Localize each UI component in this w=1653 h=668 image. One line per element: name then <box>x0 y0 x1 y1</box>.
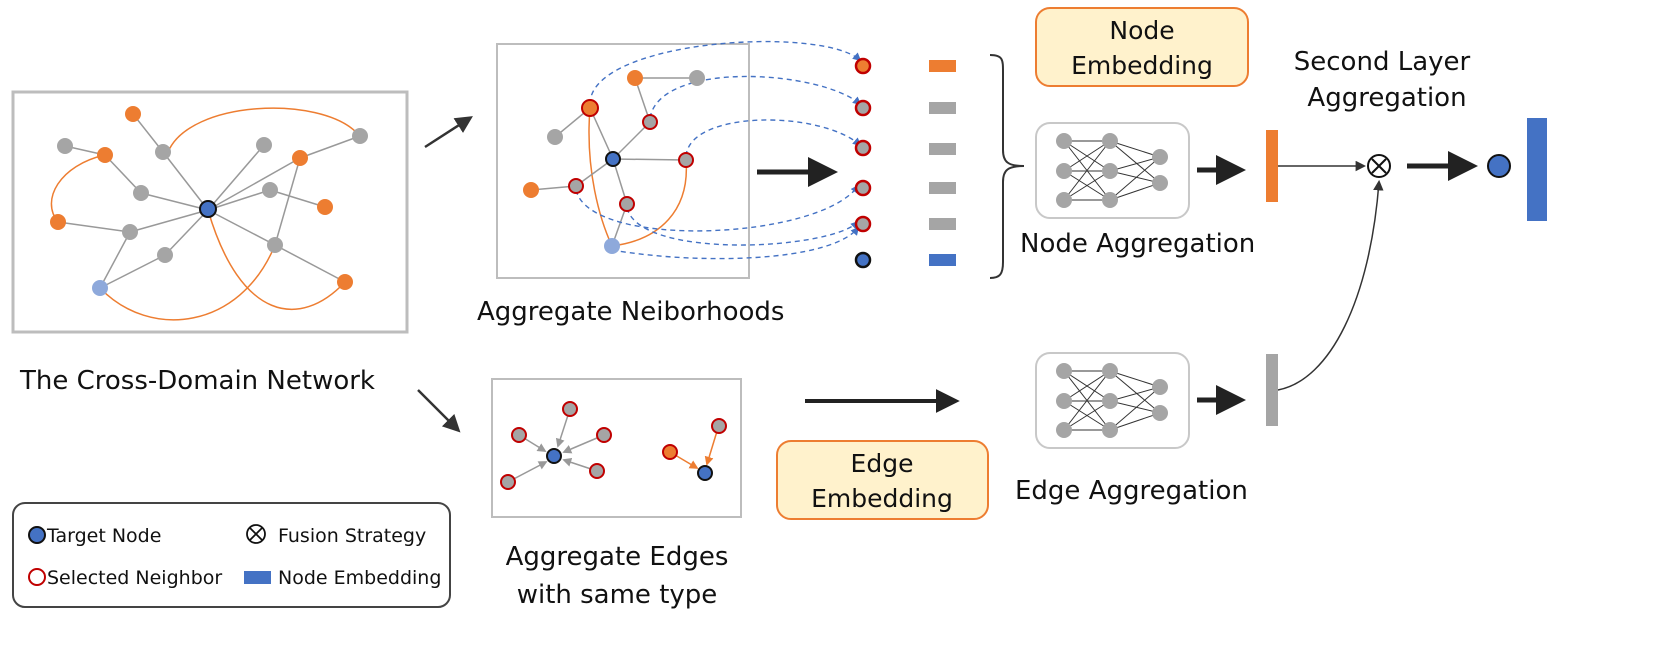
fusion-icon <box>1367 154 1391 178</box>
cross-domain-network <box>11 90 409 334</box>
arrow-to-neighborhoods <box>424 116 473 149</box>
second-layer-label-2: Aggregation <box>1307 83 1466 113</box>
node-aggregation-network <box>1035 122 1190 219</box>
legend-target-node-label: Target Node <box>46 525 161 547</box>
arrow-edge-to-fusion <box>1277 179 1384 391</box>
embedding-bars <box>929 60 956 266</box>
network-label: The Cross-Domain Network <box>19 366 375 396</box>
legend-fusion-icon <box>246 524 266 544</box>
edge-agg-output-bar <box>1266 354 1278 426</box>
edge-embedding-box: Edge Embedding <box>776 440 989 520</box>
output-target-node <box>1487 154 1511 178</box>
edge-aggregation-label: Edge Aggregation <box>1015 476 1248 506</box>
svg-text:Embedding: Embedding <box>1071 51 1213 80</box>
edge-aggregation-network <box>1035 352 1190 449</box>
svg-text:Edge: Edge <box>851 449 914 478</box>
output-node-embedding-bar <box>1527 118 1547 221</box>
network-target-node <box>199 200 217 218</box>
aggregate-neighborhoods-label: Aggregate Neiborhoods <box>477 297 784 327</box>
legend-selected-neighbor-icon <box>28 568 46 586</box>
svg-text:Node: Node <box>1109 16 1174 45</box>
legend-selected-neighbor-label: Selected Neighbor <box>47 567 222 589</box>
aggregate-edges-label-2: with same type <box>517 580 718 610</box>
legend: Target Node Fusion Strategy Selected Nei… <box>12 502 451 608</box>
legend-node-embedding-icon <box>244 571 271 584</box>
node-agg-output-bar <box>1266 130 1278 202</box>
brace <box>989 54 1025 279</box>
legend-target-node-icon <box>28 526 46 544</box>
aggregate-edges-panel <box>491 378 742 518</box>
legend-node-embedding-label: Node Embedding <box>278 567 441 589</box>
second-layer-label-1: Second Layer <box>1294 47 1471 77</box>
aggregate-edges-label-1: Aggregate Edges <box>506 542 729 572</box>
node-aggregation-label: Node Aggregation <box>1020 229 1255 259</box>
legend-fusion-label: Fusion Strategy <box>278 525 426 547</box>
svg-text:Embedding: Embedding <box>811 484 953 513</box>
node-embedding-box: Node Embedding <box>1035 7 1249 87</box>
arrow-to-edges <box>417 389 461 433</box>
selected-neighbor-list <box>854 57 872 269</box>
aggregate-neighborhoods-panel <box>496 40 862 279</box>
